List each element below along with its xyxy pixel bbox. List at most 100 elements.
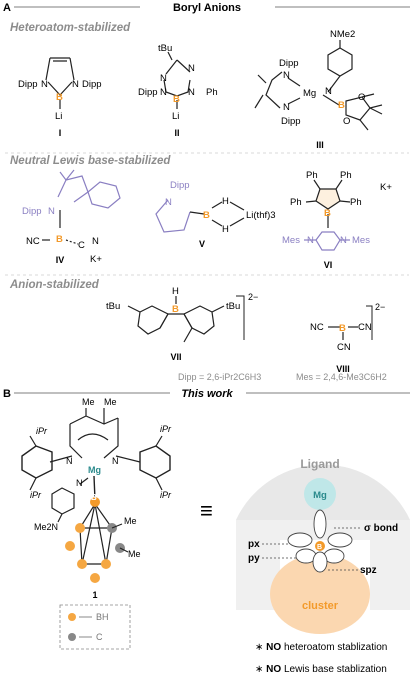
compound-label-I: I <box>59 128 62 138</box>
atom-H: H <box>172 286 179 297</box>
atom-Dipp: Dipp <box>281 116 301 127</box>
atom-N: N <box>66 456 73 466</box>
mg-label: Mg <box>313 490 327 501</box>
atom-Ph: Ph <box>206 87 218 98</box>
atom-N: N <box>165 197 172 208</box>
cluster-blob <box>270 554 370 634</box>
atom-Me: Me <box>124 516 137 526</box>
footnote-dipp: Dipp = 2,6-iPr2C6H3 <box>178 372 261 382</box>
spz-label: spz <box>360 565 377 576</box>
atom-O: O <box>358 92 365 103</box>
compound-label-VII: VII <box>170 352 181 362</box>
atom-N: N <box>188 63 195 74</box>
compound-1: Me Me iPr iPr N Mg N iPr iPr N Me2N B Me… <box>21 397 172 650</box>
compound-label-VIII: VIII <box>336 364 350 374</box>
panel-b-title: This work <box>181 388 233 400</box>
atom-Dipp: Dipp <box>170 180 190 191</box>
compound-II: tBu N N Dipp N B N Ph Li II <box>138 43 218 138</box>
compound-label-1: 1 <box>92 590 97 600</box>
compound-VII: H B tBu tBu 2− VII <box>106 286 258 362</box>
compound-VIII: NC B CN CN 2− VIII <box>310 302 385 374</box>
note-item: ∗ NO heteroatom stablization <box>255 642 387 653</box>
compound-label-III: III <box>316 140 324 150</box>
atom-Dipp: Dipp <box>22 206 42 217</box>
charge-VIII: 2− <box>375 302 385 312</box>
atom-B: B <box>56 92 63 103</box>
atom-Dipp: Dipp <box>279 58 299 69</box>
atom-B: B <box>172 304 179 315</box>
legend-bh-label: BH <box>96 612 109 622</box>
atom-iPr: iPr <box>160 490 172 500</box>
atom-Li: Li <box>55 111 62 122</box>
mg-sphere <box>304 478 336 510</box>
atom-B: B <box>338 100 345 111</box>
legend-c-label: C <box>96 632 103 642</box>
atom-K: K+ <box>90 254 102 265</box>
atom-N: N <box>92 236 99 247</box>
cluster-label: cluster <box>302 600 339 612</box>
atom-Ph: Ph <box>290 197 302 208</box>
legend-box <box>59 604 131 650</box>
atom-N: N <box>76 478 83 488</box>
atom-N: N <box>160 87 167 98</box>
cage-vertex <box>90 573 100 583</box>
py-label: py <box>248 553 260 564</box>
compound-label-IV: IV <box>56 255 65 265</box>
cage-vertex <box>101 559 111 569</box>
atom-Ph: Ph <box>306 170 318 181</box>
atom-N: N <box>112 456 119 466</box>
sigma-bond-label: σ bond <box>364 523 398 534</box>
charge-VII: 2− <box>248 292 258 302</box>
compound-I: N B N Dipp Dipp Li I <box>18 57 102 138</box>
atom-Li: Li <box>172 111 179 122</box>
panel-b-letter: B <box>3 388 11 400</box>
note-item: ∗ NO Lewis base stablization <box>255 664 387 675</box>
atom-N: N <box>307 235 314 246</box>
section-anion: Anion-stabilized <box>9 279 100 291</box>
atom-Me: Me <box>128 549 141 559</box>
atom-N: N <box>325 86 332 97</box>
atom-tBu: tBu <box>158 43 172 54</box>
atom-Ph: Ph <box>340 170 352 181</box>
atom-tBu: tBu <box>106 301 120 312</box>
atom-H: H <box>222 224 229 235</box>
section-lewis: Neutral Lewis base-stabilized <box>10 155 171 167</box>
atom-Ph: Ph <box>350 197 362 208</box>
equivalence-sign: ≡ <box>200 498 213 523</box>
atom-B: B <box>91 493 97 502</box>
compound-VI: Ph Ph Ph Ph K+ B Mes N N Mes VI <box>282 170 392 270</box>
panel-a-title: Boryl Anions <box>173 2 241 14</box>
compound-label-VI: VI <box>324 260 333 270</box>
atom-iPr: iPr <box>30 490 42 500</box>
atom-iPr: iPr <box>160 424 172 434</box>
cage-vertex <box>77 559 87 569</box>
atom-tBu: tBu <box>226 301 240 312</box>
atom-H: H <box>222 196 229 207</box>
atom-NMe2: NMe2 <box>330 29 355 40</box>
atom-N: N <box>340 235 347 246</box>
atom-N: N <box>188 87 195 98</box>
atom-K: K+ <box>380 182 392 193</box>
footnote-mes: Mes = 2,4,6-Me3C6H2 <box>296 372 387 382</box>
compound-label-V: V <box>199 239 205 249</box>
orbital-diagram: cluster Ligand Mg B σ bond px py spz <box>236 457 410 634</box>
atom-Mes: Mes <box>282 235 300 246</box>
atom-B: B <box>339 323 346 334</box>
atom-N: N <box>41 79 48 90</box>
panel-a-letter: A <box>3 2 11 14</box>
compound-V: Dipp N B H H Li(thf)3 V <box>155 180 276 249</box>
atom-B: B <box>173 94 180 105</box>
atom-N: N <box>283 102 290 113</box>
atom-Me: Me <box>82 397 95 407</box>
compound-III: NMe2 N Dipp N Mg N Dipp B O O III <box>254 29 383 150</box>
atom-B: B <box>324 208 331 219</box>
notes: ∗ NO heteroatom stablization ∗ NO Lewis … <box>255 642 387 675</box>
atom-Dipp: Dipp <box>18 79 38 90</box>
atom-CN: CN <box>358 322 372 333</box>
atom-O: O <box>343 116 350 127</box>
atom-Mg: Mg <box>88 465 101 475</box>
b-label: B <box>317 544 322 551</box>
ligand-label: Ligand <box>300 457 339 471</box>
atom-B: B <box>203 210 210 221</box>
